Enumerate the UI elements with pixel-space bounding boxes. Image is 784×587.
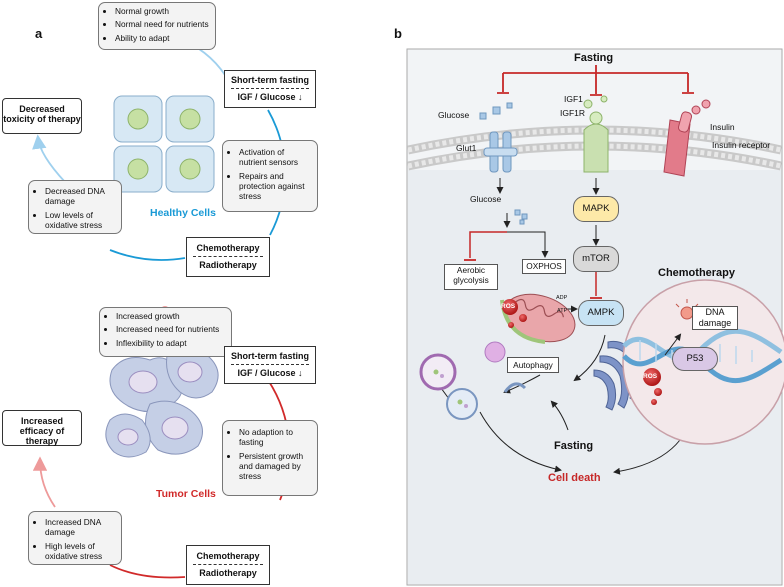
autophagy-box: Autophagy [507,357,559,373]
tumor-cells-illustration [105,345,219,458]
healthy-trait: Normal need for nutrients [115,19,211,29]
ros-bubble [502,299,518,315]
healthy-traits-box: Normal growth Normal need for nutrients … [98,2,216,50]
tumor-response: Persistent growth and damaged by stress [239,451,313,482]
healthy-cells-label: Healthy Cells [150,207,216,219]
ampk-node: AMPK [578,300,624,326]
atp-label: ATP [557,308,568,314]
tumor-cells-label: Tumor Cells [156,488,216,500]
tumor-therapy-box: Chemotherapy Radiotherapy [186,545,270,585]
tumor-fasting-box: Short-term fasting IGF / Glucose ↓ [224,346,316,384]
igf1r-receptor [583,95,609,173]
ros-label-nucleus: ROS [643,373,658,380]
tumor-response: No adaption to fasting [239,427,313,448]
tumor-effect: Increased DNA damage [45,517,117,538]
tumor-trait: Increased growth [116,311,227,321]
p53-node: P53 [672,347,718,371]
chemotherapy-label: Chemotherapy [196,243,260,253]
fasting-title: Short-term fasting [230,75,309,85]
glucose-outside-label: Glucose [438,110,470,120]
tumor-outcome-box: Increased efficacy of therapy [2,410,82,446]
healthy-cells-illustration [113,95,215,193]
panel-a-label: a [35,26,43,41]
glut1-label: Glut1 [456,143,477,153]
igf1-label: IGF1 [564,94,583,104]
insulin-receptor-label: Insulin receptor [712,140,771,150]
healthy-effect: Decreased DNA damage [45,186,117,207]
cell-death-label: Cell death [548,472,601,484]
mapk-node: MAPK [573,196,619,222]
adp-label: ADP [556,295,568,301]
glut1-transporter [479,102,518,173]
insulin-label: Insulin [710,122,735,132]
igf-glucose-label: IGF / Glucose [237,368,296,378]
fasting-bottom-label: Fasting [554,440,594,452]
healthy-outcome-box: Decreased toxicity of therapy [2,98,82,134]
down-arrow-icon: ↓ [298,368,303,378]
oxphos-box: OXPHOS [522,259,566,274]
chemotherapy-label-b: Chemotherapy [658,267,736,279]
ros-label: ROS [501,303,516,310]
ros-bubble-small [654,388,662,396]
ros-bubble-small [651,399,657,405]
healthy-therapy-box: Chemotherapy Radiotherapy [186,237,270,277]
ros-bubble-small [519,314,527,322]
panel-b-label: b [394,26,402,41]
igf1r-label: IGF1R [560,108,586,118]
healthy-outcome-text: Decreased toxicity of therapy [3,104,81,124]
radiotherapy-label: Radiotherapy [199,568,257,578]
tumor-effect: High levels of oxidative stress [45,541,117,562]
ros-bubble-small [508,322,514,328]
fasting-title: Short-term fasting [230,351,309,361]
healthy-response: Repairs and protection against stress [239,171,313,202]
tumor-trait: Inflexibility to adapt [116,338,227,348]
healthy-responses-box: Activation of nutrient sensors Repairs a… [222,140,318,212]
healthy-response: Activation of nutrient sensors [239,147,313,168]
healthy-effect: Low levels of oxidative stress [45,210,117,231]
dna-damage-box: DNA damage [692,306,738,330]
healthy-trait: Ability to adapt [115,33,211,43]
tumor-effects-box: Increased DNA damage High levels of oxid… [28,511,122,565]
healthy-trait: Normal growth [115,6,211,16]
intracellular-glucose [464,178,549,261]
insulin-receptor [663,99,711,177]
glucose-inside-label: Glucose [470,194,502,204]
mtor-node: mTOR [573,246,619,272]
chemotherapy-label: Chemotherapy [196,551,260,561]
down-arrow-icon: ↓ [298,92,303,102]
healthy-effects-box: Decreased DNA damage Low levels of oxida… [28,180,122,234]
radiotherapy-label: Radiotherapy [199,260,257,270]
aerobic-glycolysis-box: Aerobic glycolysis [444,264,498,290]
autophagy-vesicles [419,341,548,420]
fasting-inhibition-bracket [497,65,694,96]
healthy-fasting-box: Short-term fasting IGF / Glucose ↓ [224,70,316,108]
tumor-trait: Increased need for nutrients [116,324,227,334]
tumor-responses-box: No adaption to fasting Persistent growth… [222,420,318,496]
tumor-traits-box: Increased growth Increased need for nutr… [99,307,232,357]
tumor-outcome-text: Increased efficacy of therapy [19,416,65,446]
ros-bubble-nucleus [643,368,661,386]
igf-glucose-label: IGF / Glucose [237,92,296,102]
fasting-top-label: Fasting [574,52,614,64]
